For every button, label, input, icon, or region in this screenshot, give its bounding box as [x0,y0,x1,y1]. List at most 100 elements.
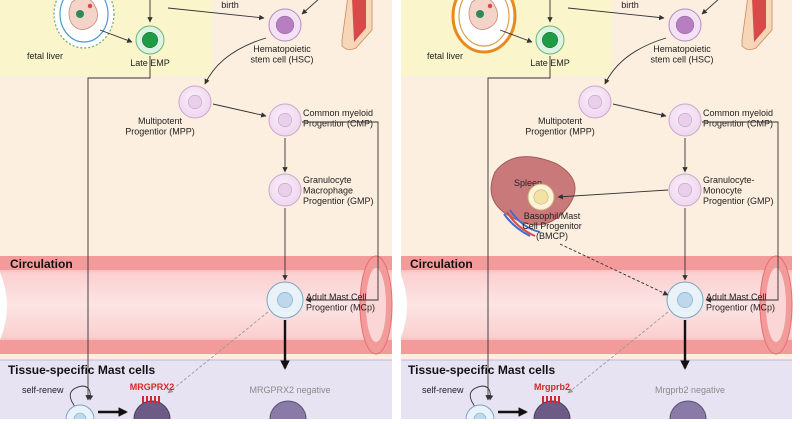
bmcp-label-line: Basophil/Mast [524,211,581,221]
bone-icon [741,0,773,50]
mcp-cell [266,281,304,319]
fetal-liver-label: fetal liver [427,51,463,61]
mcp-label-line: Progentior (MCp) [706,303,775,313]
mpp-cell [178,85,212,119]
bone-to-hsc-arrow [701,0,719,15]
cmp-label-line: Progentior (CMP) [703,119,773,129]
circulation-heading: Circulation [10,257,73,271]
gmp-label-line: Progentior (GMP) [303,196,374,206]
fetal-liver-dot [476,10,484,18]
tissue-heading: Tissue-specific Mast cells [408,363,556,377]
spleen-vein [503,209,541,237]
receptor-glyph [158,396,160,403]
circulation-heading: Circulation [410,257,473,271]
hsc-label-line: Hematopoietic [653,44,711,54]
yolk-sac-inner [458,0,510,47]
fetal-liver-label: fetal liver [27,51,63,61]
birth-to-hsc-arrow [567,7,665,21]
vessel-wall-top [400,256,792,270]
hsc-label-line: stem cell (HSC) [250,55,313,65]
mcp-cell-nucleus [677,292,693,308]
birth-label: birth [221,0,239,10]
hsc-label-line: stem cell (HSC) [650,55,713,65]
cmp-label-line: Common myeloid [303,108,373,118]
vessel-wall-top [0,256,392,270]
late-emp-cell [535,25,565,55]
mpp-cell [578,85,612,119]
vessel-wall-bottom [0,340,392,354]
receptor-positive-label: MRGPRX2 [130,382,175,392]
mcp-label-line: Adult Mast Cell [306,292,367,302]
late-emp-cell [135,25,165,55]
cmp-cell [268,103,302,137]
receptor-glyph [554,396,556,403]
hsc-to-mpp-arrow [604,37,667,85]
vessel-open-end [0,272,7,340]
birth-to-hsc-arrow [167,7,265,21]
birth-label: birth [621,0,639,10]
gmp-cell-nucleus [277,182,293,198]
hsc-to-mpp-arrow [204,37,267,85]
self-renew-arrow [469,385,494,409]
receptor-glyph [150,396,152,403]
vessel-wall-bottom [400,340,792,354]
bone-marrow [352,0,366,42]
receptor-glyph [550,396,552,403]
mpp-label-line: Multipotent [538,116,583,126]
mpp-to-cmp-arrow [612,103,667,118]
mcp-label-line: Progentior (MCp) [306,303,375,313]
receptor-glyph [546,396,548,403]
cmp-label-line: Progentior (CMP) [303,119,373,129]
cmp-to-mcp-arrow [702,121,779,303]
late-emp-cell-nucleus [142,31,159,48]
bmcp-label-line: Cell Progenitor [522,221,582,231]
bone-to-hsc-arrow [301,0,319,15]
self-renew-label: self-renew [422,385,464,395]
cmp-to-mcp-arrow [302,121,379,303]
hsc-label-line: Hematopoietic [253,44,311,54]
gmp-label-line: Monocyte [703,186,742,196]
hsc-cell [668,8,702,42]
blood-vessel [0,255,393,355]
bmcp-cell [527,183,555,211]
mpp-to-cmp-arrow [212,103,267,118]
gmp-cell [268,173,302,207]
cmp-cell-nucleus [677,112,693,128]
receptor-positive-label: Mrgprb2 [534,382,570,392]
vessel-cut-lumen [766,268,786,342]
cmp-cell [668,103,702,137]
emp-to-tissue-arrow [485,56,551,401]
receptor-glyph [154,396,156,403]
mcp-to-positive-arrow [567,311,669,394]
vessel-cut-lumen [366,268,386,342]
vessel-lumen [0,256,392,354]
fetal-heart-dot [487,3,493,9]
bone-marrow [752,0,766,42]
gmp-label-line: Progentior (GMP) [703,196,774,206]
mpp-label-line: Multipotent [138,116,183,126]
mcp-cell [666,281,704,319]
hsc-cell-nucleus [275,15,295,35]
mpp-cell-nucleus [187,94,203,110]
embryo-icon [53,0,115,49]
mcp-cell-nucleus [277,292,293,308]
mpp-cell-nucleus [587,94,603,110]
late-emp-cell-nucleus [542,31,559,48]
mcp-to-positive-arrow [167,311,269,394]
gmp-label-line: Granulocyte [303,175,352,185]
yolk-sac-inner [59,0,109,43]
receptor-glyph [542,396,544,403]
gmp-label-line: Granulocyte- [703,175,755,185]
bmcp-label-line: (BMCP) [536,231,568,241]
